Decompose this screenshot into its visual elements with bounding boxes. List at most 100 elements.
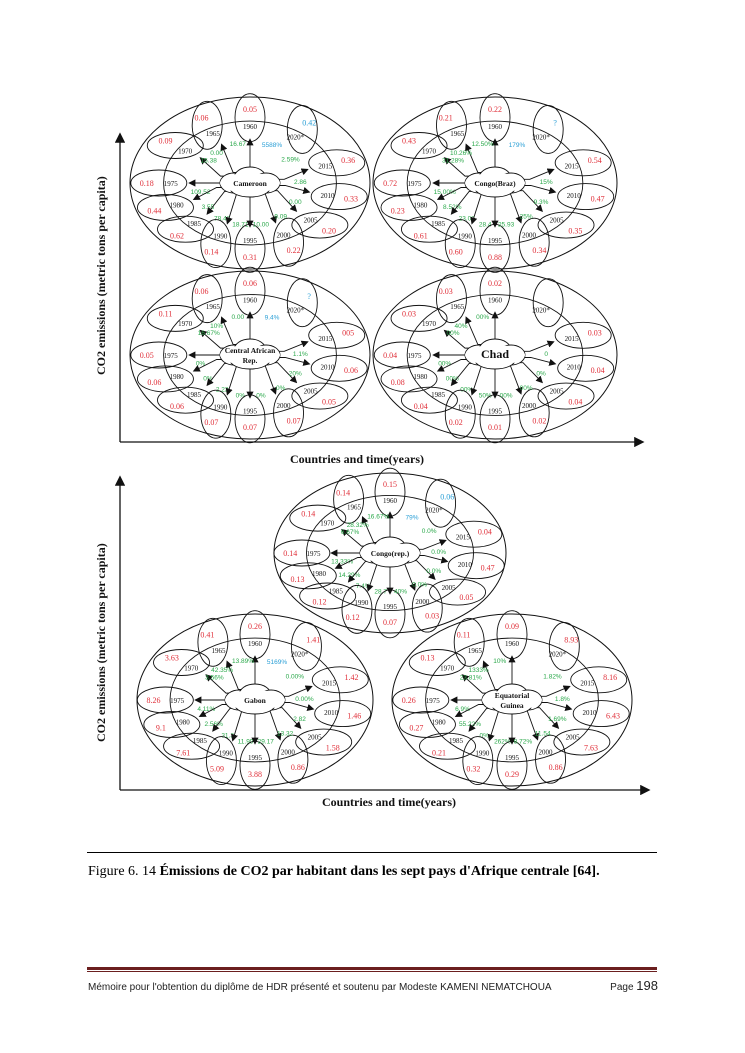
cloud-fill — [225, 690, 285, 710]
year-ellipse — [200, 219, 232, 269]
year-ellipse — [518, 217, 550, 267]
country-name: Gabon — [244, 696, 267, 705]
year-label: 2000 — [538, 748, 553, 756]
top-axes — [114, 132, 645, 448]
year-label: 2020* — [291, 651, 309, 659]
outer-ellipse — [391, 613, 633, 787]
year-ellipse — [157, 386, 214, 414]
year-ellipse — [234, 266, 266, 316]
year-label: 2005 — [308, 733, 323, 741]
emission-value: 3.88 — [248, 770, 262, 779]
growth-rate: 13.89% — [232, 658, 254, 665]
growth-rate: 3.56% — [205, 674, 224, 681]
growth-rate: 23.08 — [459, 215, 476, 222]
growth-rate: 1.69% — [548, 716, 567, 723]
growth-rate: 9.3% — [534, 199, 549, 206]
year-label: 1965 — [347, 503, 362, 511]
country-name: Chad — [481, 347, 509, 361]
growth-rate: 28.4 — [479, 222, 492, 229]
year-label: 2000 — [522, 231, 537, 239]
year-ellipse — [273, 388, 304, 438]
year-ellipse — [197, 617, 229, 667]
page-number-value: 198 — [636, 978, 658, 993]
year-ellipse — [341, 584, 373, 634]
growth-rate: 11.99 — [238, 739, 254, 746]
year-ellipse — [553, 728, 611, 756]
emission-value: 0.23 — [391, 207, 405, 216]
growth-rate: 16.67% — [198, 330, 220, 337]
year-ellipse — [308, 149, 366, 177]
year-label: 1970 — [184, 664, 199, 672]
growth-rate: 50% — [479, 393, 492, 400]
year-label: 1985 — [187, 220, 202, 228]
forecast-rate: 9.4% — [265, 315, 280, 322]
emission-value: 0.31 — [243, 253, 257, 262]
emission-value: 0.22 — [287, 246, 301, 255]
footer-rule-thin — [87, 971, 657, 972]
emission-value: 0.03 — [402, 310, 416, 319]
cloud-fill — [220, 173, 280, 193]
emission-value: 0.13 — [291, 575, 305, 584]
year-ellipse — [291, 382, 349, 410]
emission-value: 0.14 — [301, 510, 315, 519]
growth-rate: 2.59% — [281, 156, 300, 163]
growth-rate: 0% — [276, 385, 286, 392]
growth-rate: 25.93 — [498, 221, 515, 228]
growth-rate: 55.22% — [459, 721, 481, 728]
year-label: 2010 — [320, 364, 335, 372]
year-label: 2005 — [550, 216, 565, 224]
footer-text: Mémoire pour l'obtention du diplôme de H… — [88, 982, 552, 993]
growth-rate: 1.8% — [555, 696, 570, 703]
emission-value: 0.13 — [420, 654, 434, 663]
forecast-rate: 79% — [405, 514, 418, 521]
year-label: 1980 — [170, 201, 185, 209]
year-label: 1990 — [354, 599, 369, 607]
growth-rate: 16.67% — [367, 514, 389, 521]
year-label: 1985 — [193, 737, 208, 745]
year-ellipse — [136, 365, 194, 393]
year-label: 1960 — [243, 123, 258, 131]
inner-ring — [163, 120, 337, 246]
top-x-axis-label: Countries and time(years) — [290, 452, 424, 466]
year-label: 1970 — [440, 664, 455, 672]
year-ellipse — [532, 278, 564, 328]
year-ellipse — [157, 215, 214, 243]
year-ellipse — [400, 386, 458, 414]
emission-value: 0.04 — [591, 366, 605, 375]
year-label: 2015 — [322, 679, 337, 687]
year-label: 2015 — [318, 335, 333, 343]
emission-value: 0.26 — [402, 696, 416, 705]
year-label: 1960 — [248, 640, 263, 648]
emission-value: 0.07 — [204, 418, 218, 427]
footer-rule — [87, 967, 657, 970]
trend-arrow — [259, 193, 277, 224]
emission-value: 5.09 — [210, 765, 224, 774]
year-label: 1980 — [413, 201, 428, 209]
country-cloud: Cameroon — [219, 166, 281, 198]
year-ellipse — [239, 610, 271, 660]
bottom-axes — [114, 475, 651, 796]
country-cluster: 19600.060.0019650.0610%19700.1116.67%197… — [129, 266, 371, 444]
emission-value: 0.04 — [568, 397, 582, 406]
growth-rate: 00% — [438, 361, 451, 368]
year-ellipse — [390, 132, 448, 159]
growth-rate: 20% — [289, 371, 302, 378]
year-label: 2000 — [522, 402, 537, 410]
year-ellipse — [445, 520, 503, 548]
year-label: 1970 — [422, 320, 437, 328]
growth-rate: 0.00% — [286, 673, 305, 680]
emission-value: 0.12 — [346, 613, 360, 622]
growth-rate: 25% — [520, 214, 533, 221]
growth-rate: 1.1% — [293, 351, 308, 358]
growth-rate: 15.00% — [434, 189, 456, 196]
emission-value: ? — [553, 118, 557, 127]
year-label: 2005 — [304, 216, 319, 224]
year-ellipse — [411, 583, 443, 633]
growth-rate: 0% — [236, 393, 246, 400]
growth-rate: 1333% — [468, 667, 488, 674]
emission-value: 0.47 — [591, 194, 605, 203]
emission-value: 0.06 — [195, 114, 209, 123]
year-ellipse — [146, 304, 204, 332]
emission-value: 0.14 — [204, 248, 218, 257]
